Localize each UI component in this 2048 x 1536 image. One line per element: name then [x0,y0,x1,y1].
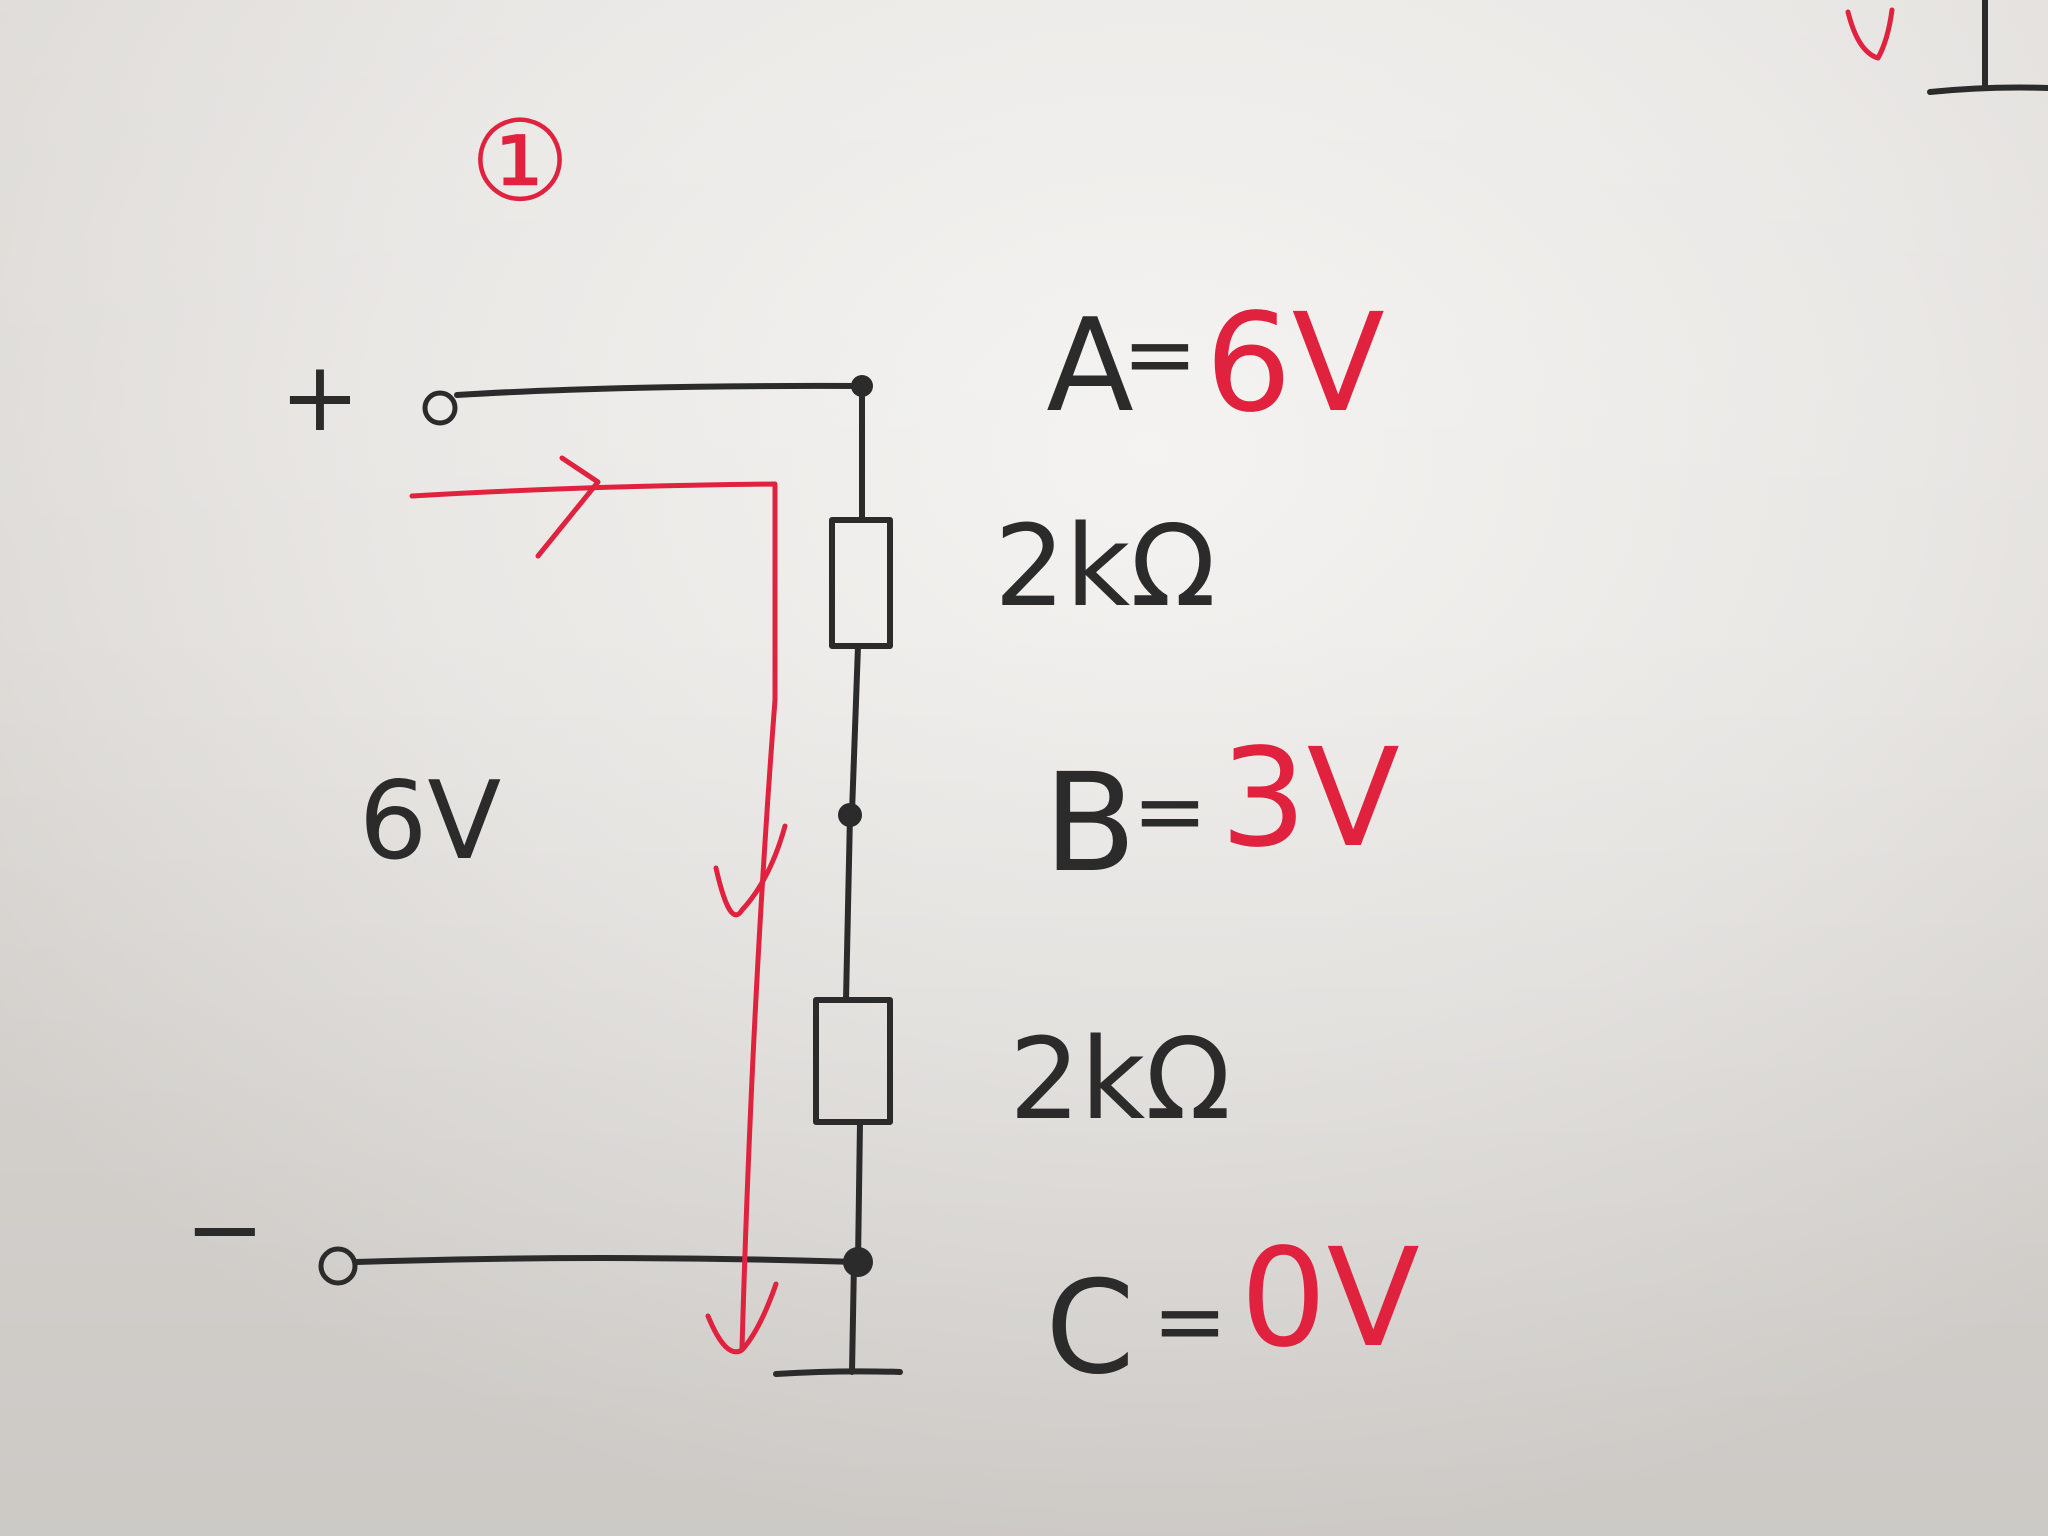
node-c-label: C = 0V [1045,1220,1419,1403]
resistor-top-icon [829,517,893,649]
node-a-value: 6V [1205,285,1385,443]
circled-number-label: ① [470,97,570,227]
partial-ground-line [1927,84,2048,95]
plus-sign: + [280,341,360,453]
partial-red-arrow [1845,7,1895,61]
current-arrow-icon [409,455,788,1355]
node-c-equals: = [1152,1269,1227,1374]
top-wire [454,382,865,398]
node-a-equals: = [1122,302,1197,407]
node-a-name: A [1046,292,1134,441]
wire-b-to-r2 [843,812,853,1003]
wire-c-to-ground [849,1259,857,1375]
plus-terminal-icon [422,390,458,426]
node-c-value: 0V [1240,1220,1420,1378]
arrowhead-bottom [705,1281,779,1355]
arrowhead-top [535,455,601,559]
resistor-bottom-icon [813,997,893,1125]
node-a-label: A = 6V [1046,285,1385,443]
resistor-top-value: 2kΩ [994,502,1216,632]
node-c-name: C [1045,1254,1134,1403]
current-path [409,481,778,1351]
minus-terminal-icon [318,1246,358,1286]
bottom-wire [353,1255,861,1265]
node-b-value: 3V [1220,720,1400,878]
minus-sign: − [185,1173,265,1285]
arrowhead-middle [713,823,788,918]
source-voltage-label: 6V [359,759,502,884]
wire-r2-to-c [855,1119,863,1265]
node-b-label: B = 3V [1043,720,1399,903]
node-b-name: B [1043,745,1136,903]
node-b-equals: = [1132,759,1207,864]
wire-r1-to-b [849,643,861,815]
ground-icon [773,1368,903,1377]
resistor-bottom-value: 2kΩ [1009,1015,1231,1145]
partial-sketch-top-right [1845,0,2048,95]
